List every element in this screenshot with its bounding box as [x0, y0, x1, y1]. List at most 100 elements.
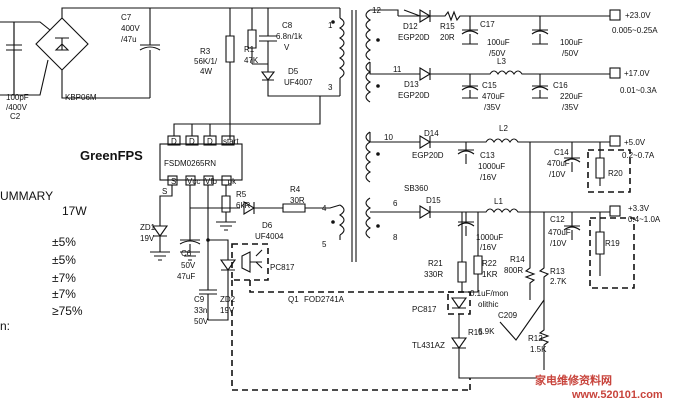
d5-label: D5 — [288, 67, 299, 76]
ic-pin-d1: D — [171, 137, 177, 146]
c209-text-a: 0.1uF/mon — [470, 289, 508, 298]
ic-pin-d3: D — [207, 137, 213, 146]
primary-control: S ZD1 19V C6 50V 47uF D6 UF4004 R4 30R R… — [140, 185, 470, 391]
c15-value: 470uF — [482, 92, 505, 101]
r14-label: R14 — [510, 255, 525, 264]
c12-voltage: /10V — [550, 239, 567, 248]
zd2-label: ZD2 — [220, 295, 236, 304]
input-stage: 100pF C2 /400V KBP06M C7 400V /47u R3 56… — [0, 7, 340, 140]
d13-label: D13 — [404, 80, 419, 89]
c16-label: C16 — [553, 81, 568, 90]
c9-voltage: 50V — [194, 317, 209, 326]
c8-label: C8 — [282, 21, 293, 30]
r14-value: 800R — [504, 266, 523, 275]
r5-value: 6kR — [236, 201, 250, 210]
c17-label: C17 — [480, 20, 495, 29]
r12-value: 1.5K — [530, 345, 547, 354]
c17b-voltage: /50V — [562, 49, 579, 58]
d6-label: D6 — [262, 221, 273, 230]
ic-pin-vfb: Vfb — [205, 177, 218, 186]
r13-label: R13 — [550, 267, 565, 276]
output-23v: D12 EGP20D R15 20R C17 100uF /50V 100uF … — [370, 9, 658, 58]
c6-voltage: 50V — [181, 261, 196, 270]
ic-name: FSDM0265RN — [164, 159, 216, 168]
c17-value: 100uF — [487, 38, 510, 47]
q1-label: Q1 — [288, 295, 299, 304]
c6-capacitance: 47uF — [177, 272, 195, 281]
tl431-label: TL431AZ — [412, 341, 445, 350]
c13-label: C13 — [480, 151, 495, 160]
r4-label: R4 — [290, 185, 301, 194]
pin-3: 3 — [328, 83, 333, 92]
summary-tol-3: ±7% — [52, 271, 76, 285]
c14-value: 470uF — [547, 159, 570, 168]
ic-fsdm0265rn: D D D start FSDM0265RN S Vcc Vfb I_pk — [159, 96, 321, 186]
sb360-label: SB360 — [404, 184, 429, 193]
pin-10: 10 — [384, 133, 393, 142]
out-17v-voltage: +17.0V — [624, 69, 650, 78]
pin-11: 11 — [393, 65, 402, 74]
d12-value: EGP20D — [398, 33, 430, 42]
out-17v-current: 0.01~0.3A — [620, 86, 657, 95]
r4-value: 30R — [290, 196, 305, 205]
feedback-network: R21 330R R22 1KR R14 800R R13 2.7K 0.1uF… — [412, 142, 567, 390]
pc817a-label: PC817 — [270, 263, 295, 272]
out-5v-current: 0.2~0.7A — [622, 151, 655, 160]
d13-value: EGP20D — [398, 91, 430, 100]
r1-label: R1 — [244, 45, 255, 54]
transformer: 1 3 4 5 12 11 10 6 8 — [322, 6, 402, 262]
summary-heading: UMMARY — [0, 189, 53, 203]
output-3v3: SB360 D15 L1 1000uF /16V C12 470uF /10V … — [370, 184, 661, 289]
out-3v3-current: 0.4~1.0A — [628, 215, 661, 224]
r12-label: R12 — [528, 334, 543, 343]
c11-value: 1000uF — [476, 233, 503, 242]
r1-value: 47K — [244, 56, 259, 65]
pin-5: 5 — [322, 240, 327, 249]
r13-value: 2.7K — [550, 277, 567, 286]
pin-8: 8 — [393, 233, 398, 242]
pc817b-label: PC817 — [412, 305, 437, 314]
summary-tol-4: ±7% — [52, 287, 76, 301]
c209-label: C209 — [498, 311, 518, 320]
out-23v-current: 0.005~0.25A — [612, 26, 658, 35]
ic-pin-d2: D — [189, 137, 195, 146]
r15b-label: R15 — [468, 328, 483, 337]
c14-voltage: /10V — [549, 170, 566, 179]
r22-value: 1KR — [482, 270, 498, 279]
l1-label: L1 — [494, 197, 503, 206]
summary-panel: UMMARY 17W ±5% ±5% ±7% ±7% ≥75% n: — [0, 189, 87, 333]
watermark-url: www.520101.com — [571, 389, 663, 401]
c2-value-2: /400V — [6, 103, 28, 112]
zd1-value: 19V — [140, 234, 155, 243]
bridge-rectifier — [14, 7, 150, 99]
c2-value: 100pF — [6, 93, 29, 102]
watermark-cn: 家电维修资料网 — [535, 373, 612, 387]
out-5v-voltage: +5.0V — [624, 138, 646, 147]
output-5v: D14 EGP20D L2 C13 1000uF /16V C14 470uF … — [369, 124, 655, 193]
zd2-value: 19V — [220, 306, 235, 315]
c9-cap: 33n — [194, 306, 207, 315]
q1-value: FOD2741A — [304, 295, 345, 304]
ic-pin-s: S — [171, 177, 176, 186]
c7-label: C7 — [121, 13, 132, 22]
r21-label: R21 — [428, 259, 443, 268]
c6-label: C6 — [181, 249, 192, 258]
title: GreenFPS — [80, 148, 143, 163]
d6-value: UF4004 — [255, 232, 284, 241]
c8-value: 6.8n/1k — [276, 32, 303, 41]
c7-voltage: 400V — [121, 24, 140, 33]
d15-label: D15 — [426, 196, 441, 205]
d5-value: UF4007 — [284, 78, 313, 87]
c13-value: 1000uF — [478, 162, 505, 171]
r3-value: 56K/1/ — [194, 57, 218, 66]
ic-pin-start: start — [223, 137, 239, 146]
pin-6: 6 — [393, 199, 398, 208]
summary-tol-2: ±5% — [52, 253, 76, 267]
r3-watt: 4W — [200, 67, 212, 76]
r19-label: R19 — [605, 239, 620, 248]
summary-power: 17W — [62, 204, 87, 218]
c12-label: C12 — [550, 215, 565, 224]
d14-value: EGP20D — [412, 151, 444, 160]
c8-unit: V — [284, 43, 290, 52]
bridge-label: KBP06M — [65, 93, 97, 102]
